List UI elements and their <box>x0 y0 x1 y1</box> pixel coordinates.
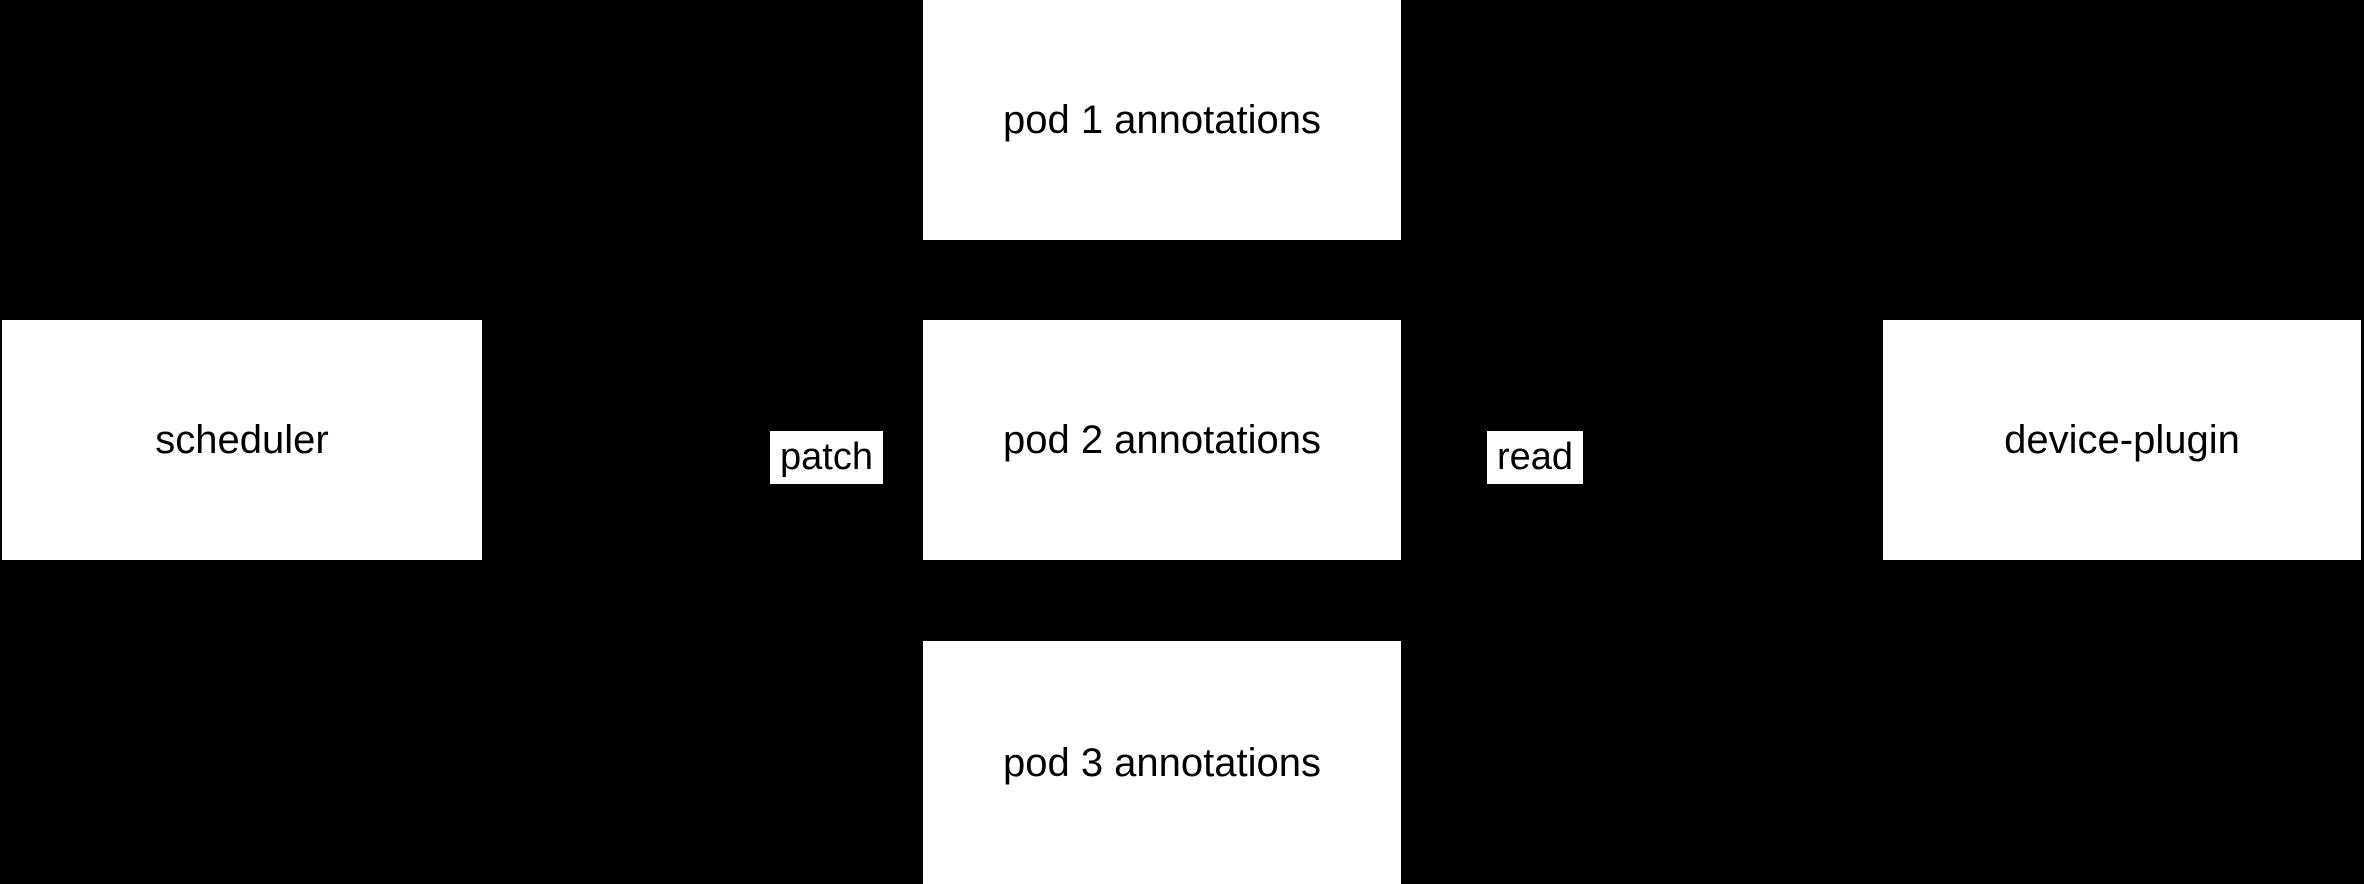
node-pod-1-annotations-label: pod 1 annotations <box>1002 98 1322 142</box>
edge-label-read-text: read <box>1496 435 1574 478</box>
node-pod-3-annotations-label: pod 3 annotations <box>1002 740 1322 785</box>
node-pod-2-annotations[interactable]: pod 2 annotations <box>923 320 1401 560</box>
node-pod-3-annotations[interactable]: pod 3 annotations <box>923 641 1401 884</box>
edge-label-patch: patch <box>770 431 883 484</box>
node-device-plugin-label: device-plugin <box>2004 418 2240 462</box>
edge-label-patch-text: patch <box>780 435 873 478</box>
node-scheduler[interactable]: scheduler <box>2 320 482 560</box>
edge-label-read: read <box>1487 431 1583 484</box>
node-scheduler-label: scheduler <box>155 418 329 462</box>
node-pod-1-annotations[interactable]: pod 1 annotations <box>923 0 1401 240</box>
node-device-plugin[interactable]: device-plugin <box>1883 320 2361 560</box>
node-pod-2-annotations-label: pod 2 annotations <box>1002 418 1322 462</box>
